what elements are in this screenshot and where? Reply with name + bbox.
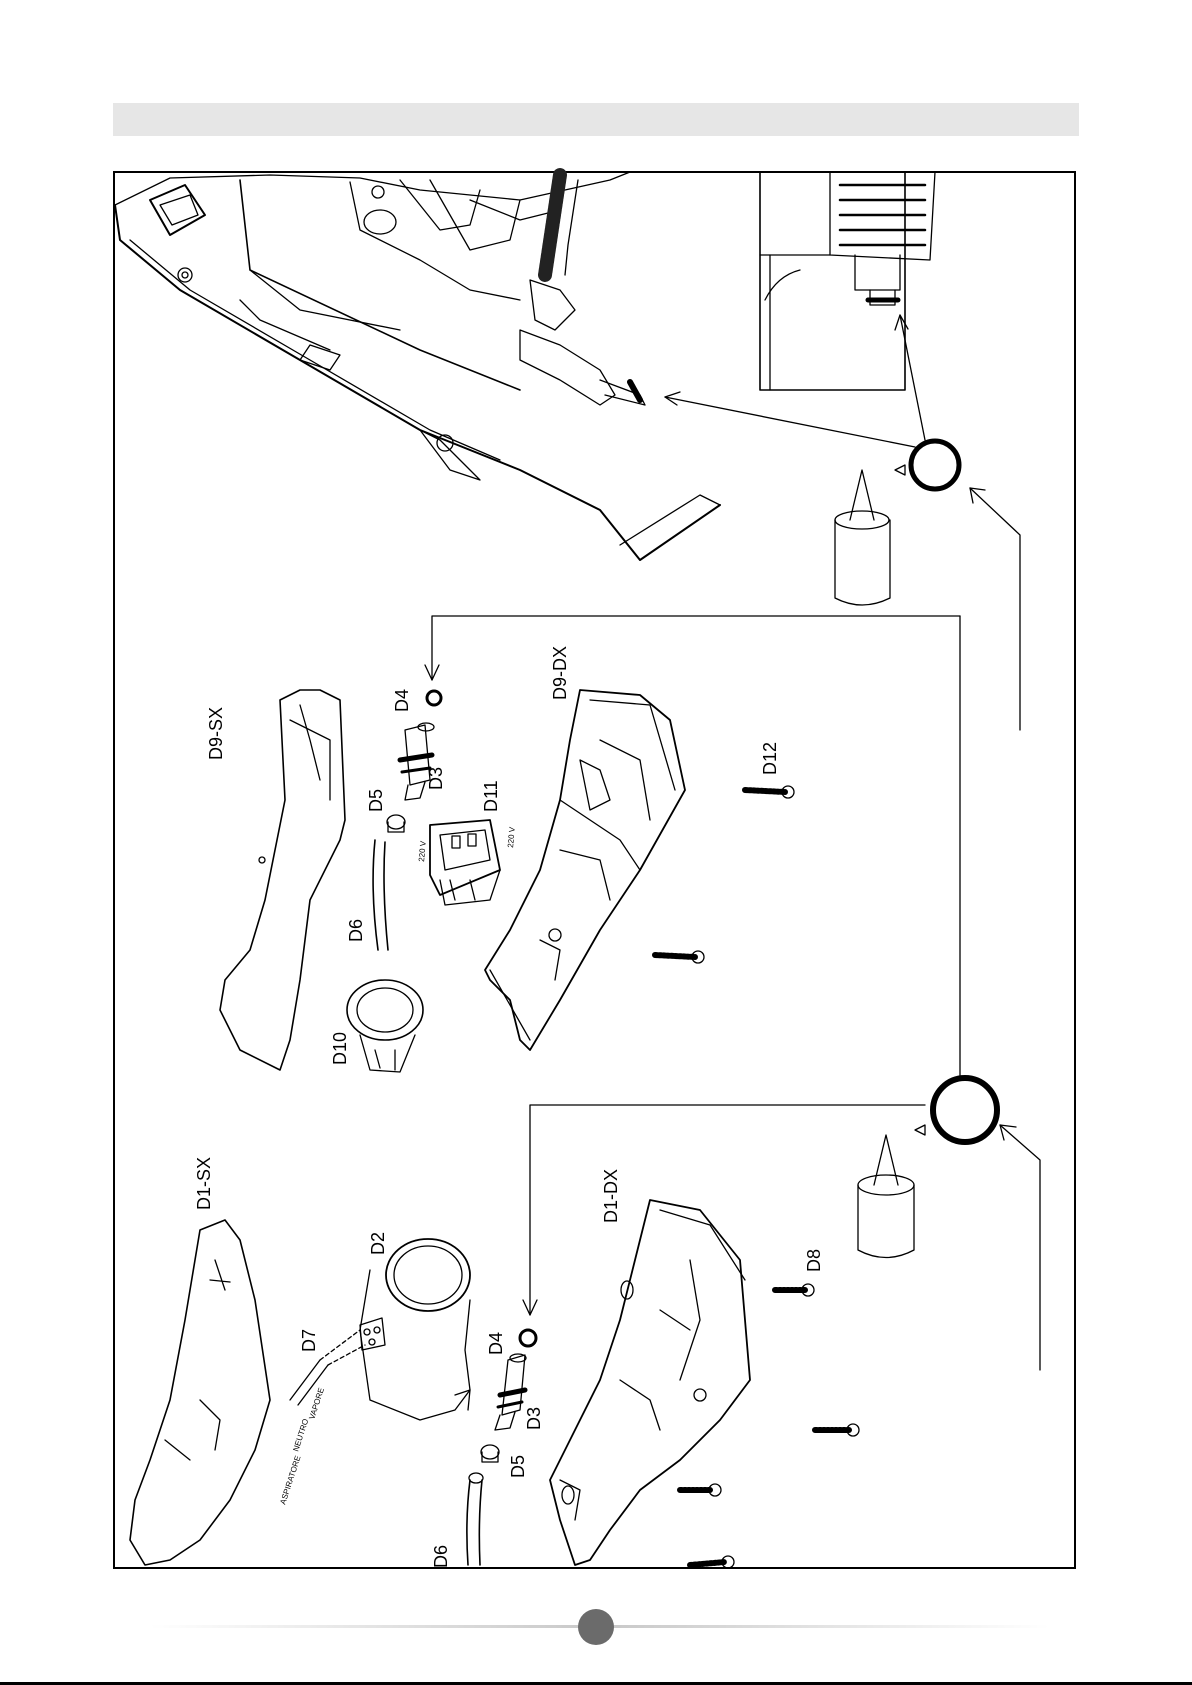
label-d9-sx: D9-SX bbox=[206, 707, 226, 760]
label-d2: D2 bbox=[368, 1232, 388, 1255]
label-d3-lower: D3 bbox=[524, 1407, 544, 1430]
grease-tube-bottom bbox=[858, 1125, 925, 1258]
d10-grommet bbox=[347, 980, 423, 1072]
d5-clip-lower bbox=[481, 1445, 499, 1462]
label-d1-sx: D1-SX bbox=[194, 1157, 214, 1210]
d5-clip-upper bbox=[387, 815, 405, 832]
arrows-top bbox=[425, 315, 1020, 730]
label-d6-lower: D6 bbox=[431, 1545, 451, 1568]
label-neutro: NEUTRO bbox=[291, 1418, 310, 1453]
label-d7: D7 bbox=[299, 1329, 319, 1352]
d6-tube-upper bbox=[373, 840, 388, 950]
d2-selector-housing bbox=[360, 1239, 470, 1420]
grease-tube-top bbox=[835, 465, 905, 605]
d11-socket bbox=[430, 820, 500, 905]
label-d5-upper: D5 bbox=[366, 789, 386, 812]
label-d11: D11 bbox=[481, 780, 501, 812]
d1-sx-shell bbox=[130, 1220, 270, 1565]
label-d4-lower: D4 bbox=[486, 1332, 506, 1355]
label-d9-dx: D9-DX bbox=[550, 646, 570, 700]
label-d6-upper: D6 bbox=[346, 919, 366, 942]
label-aspiratore: ASPIRATORE bbox=[278, 1454, 302, 1505]
handle-closeup-illustration bbox=[115, 172, 720, 560]
d4-oring-upper bbox=[427, 691, 441, 705]
oring-top bbox=[911, 441, 959, 489]
label-d12: D12 bbox=[760, 742, 780, 775]
d9-sx-shell bbox=[220, 690, 345, 1070]
d3-nozzle-lower bbox=[495, 1354, 526, 1430]
label-220v-b: 220 V bbox=[506, 826, 517, 848]
d4-oring-lower bbox=[520, 1330, 536, 1346]
label-vapore: VAPORE bbox=[307, 1387, 326, 1421]
label-d8: D8 bbox=[804, 1249, 824, 1272]
d6-tube-lower bbox=[467, 1473, 483, 1565]
label-220v-a: 220 V bbox=[417, 840, 428, 862]
page-marker-dot bbox=[578, 1609, 614, 1645]
label-d5-lower: D5 bbox=[508, 1455, 528, 1478]
arrows-bottom bbox=[523, 616, 1040, 1370]
label-d4-upper: D4 bbox=[392, 689, 412, 712]
label-d3-upper: D3 bbox=[426, 767, 446, 790]
d1-dx-shell bbox=[550, 1200, 750, 1565]
label-d10: D10 bbox=[330, 1032, 350, 1065]
d12-screws bbox=[655, 786, 794, 963]
d8-screws bbox=[680, 1284, 859, 1568]
label-d1-dx: D1-DX bbox=[601, 1169, 621, 1223]
oring-bottom bbox=[933, 1078, 997, 1142]
d9-dx-shell bbox=[485, 690, 685, 1050]
